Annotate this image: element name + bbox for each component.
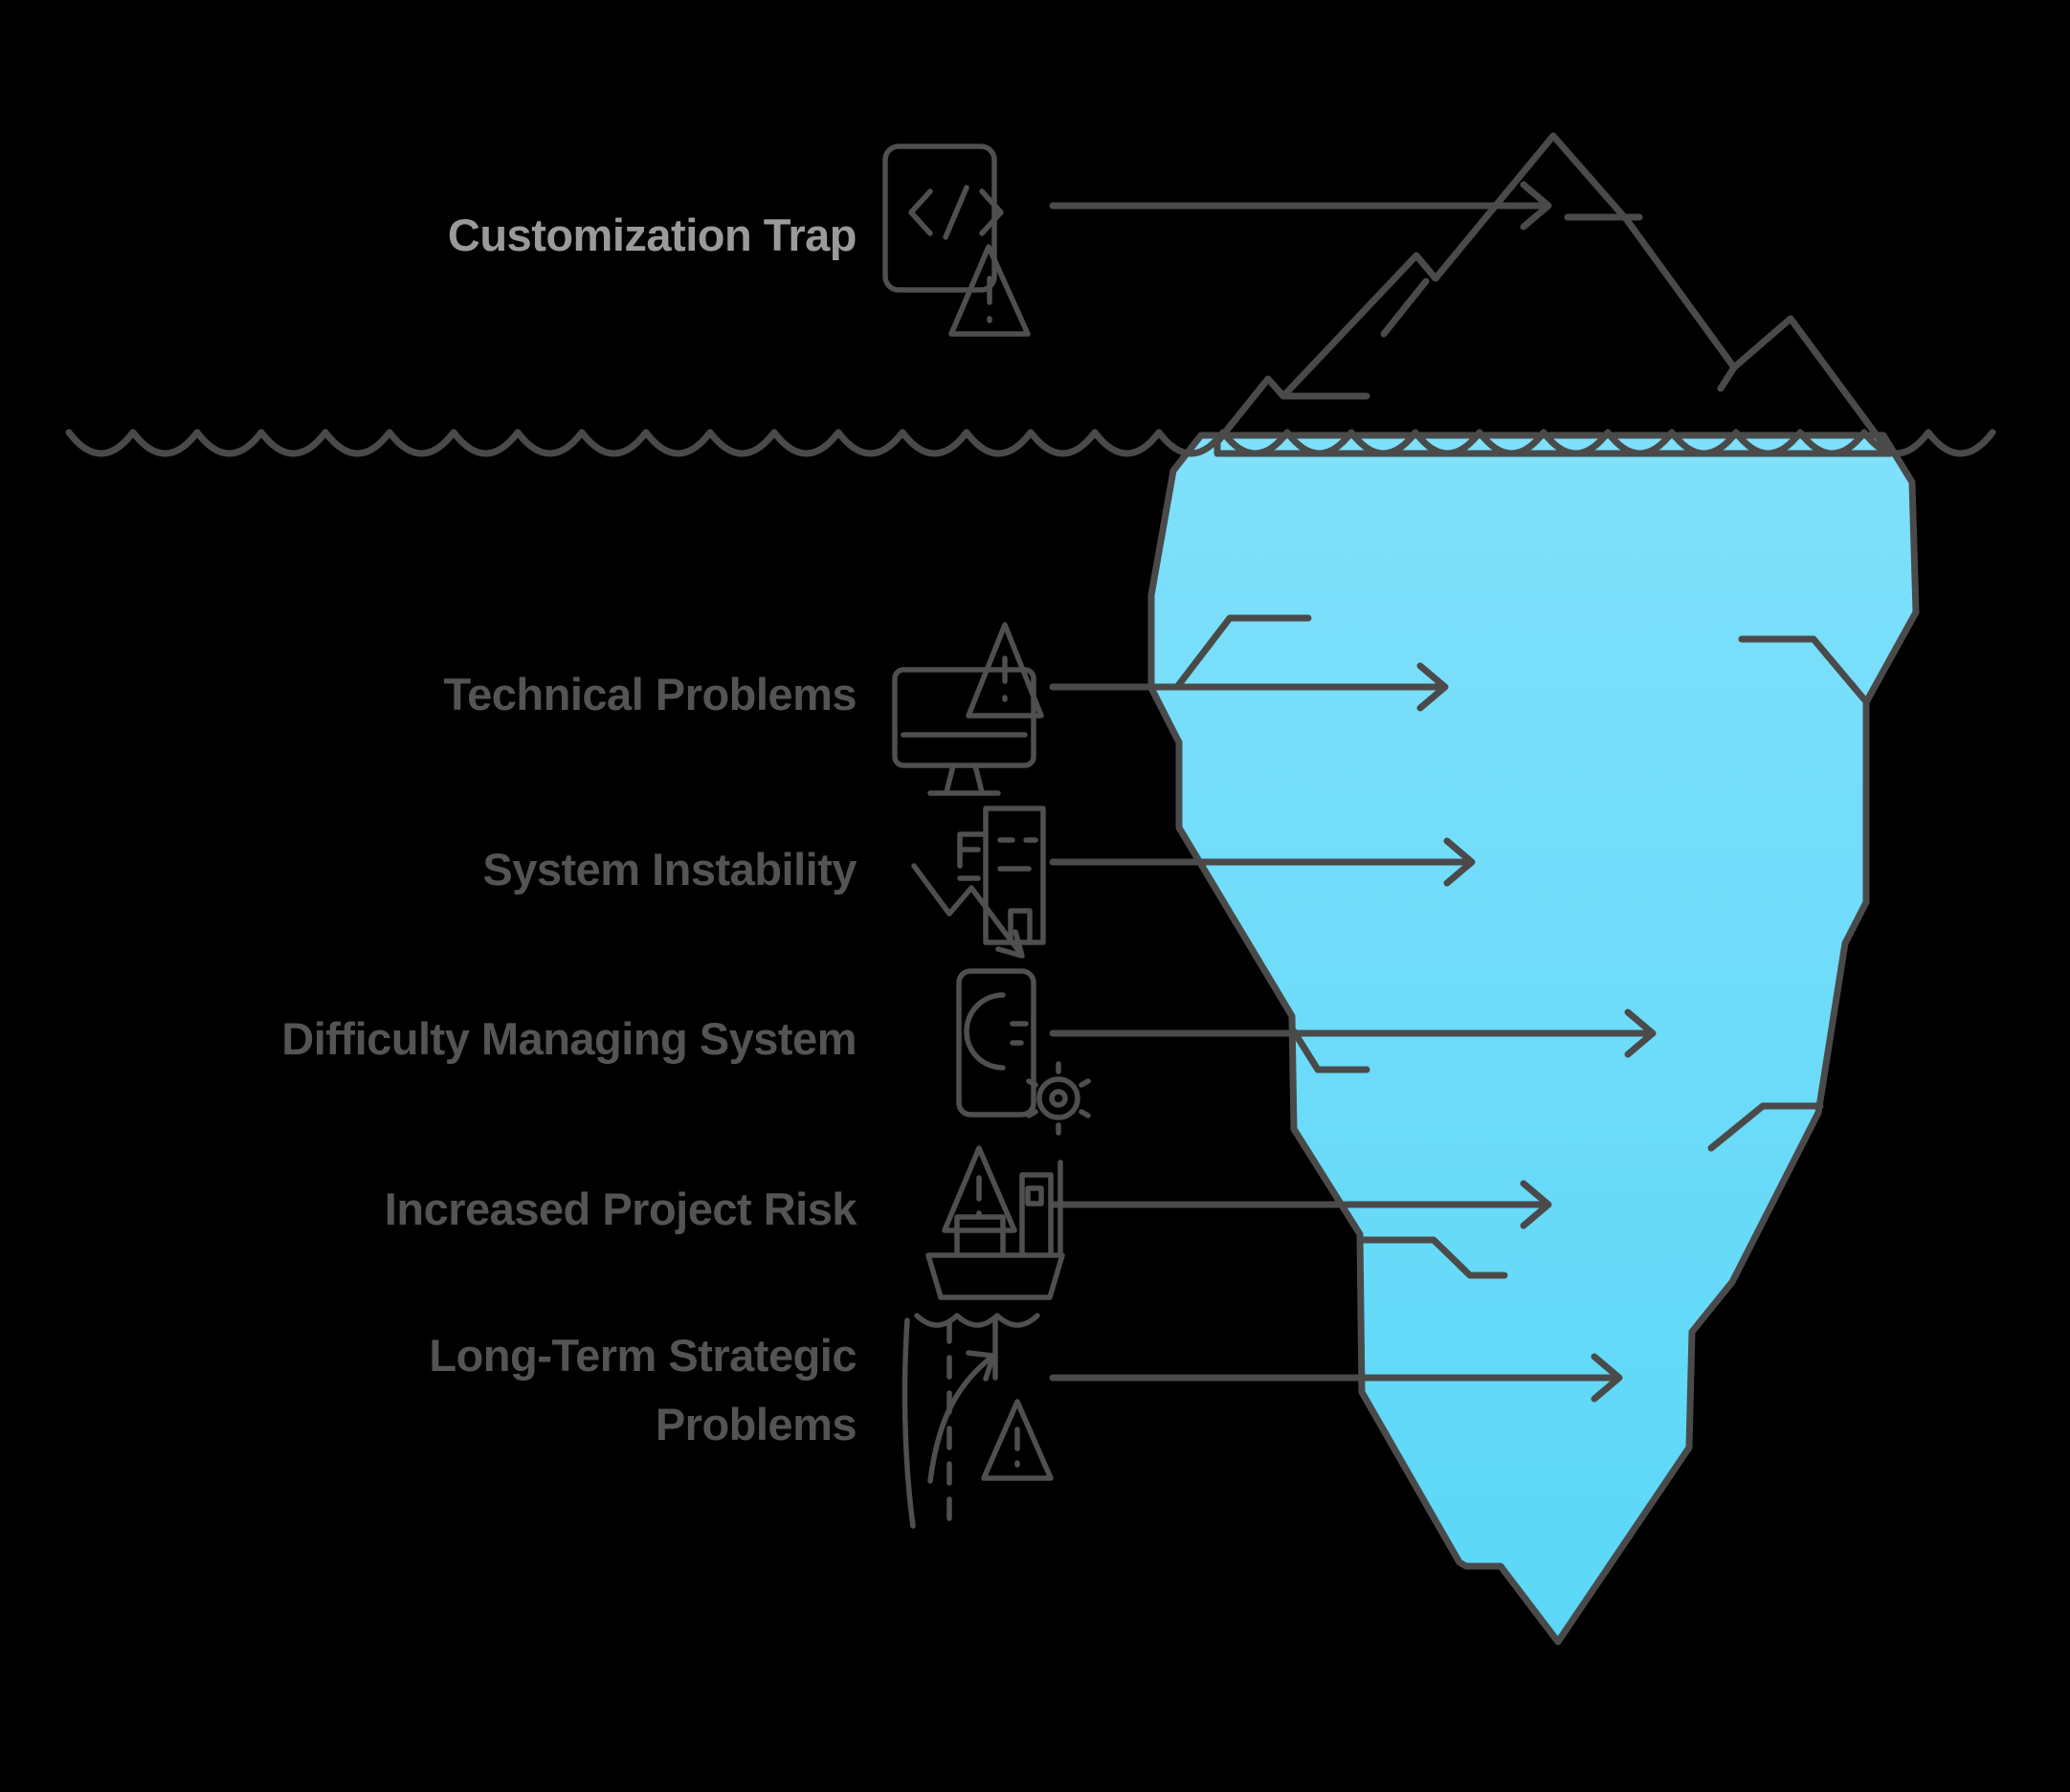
label-customization-trap: Customization Trap	[448, 210, 857, 260]
road-warning-icon	[901, 1317, 1054, 1529]
device-gear-icon	[956, 968, 1091, 1136]
label-long-term-strategic-line2: Problems	[656, 1399, 857, 1449]
arrow-system-instability	[1049, 837, 1476, 887]
ship-warning-icon	[914, 1145, 1065, 1328]
code-warning-icon	[882, 144, 1031, 337]
arrow-technical-problems	[1049, 662, 1449, 712]
iceberg-tip	[1213, 132, 1894, 457]
arrow-difficulty-managing-system	[1049, 1008, 1657, 1058]
arrow-long-term-strategic-problems	[1049, 1353, 1623, 1403]
label-system-instability: System Instability	[482, 844, 857, 895]
label-arrows	[1049, 181, 1657, 1403]
waterline-wave	[65, 429, 1996, 457]
monitor-warning-icon	[892, 622, 1044, 796]
building-decline-icon	[911, 806, 1046, 959]
labels: Customization Trap Technical Problems Sy…	[281, 210, 858, 1449]
arrow-increased-project-risk	[1049, 1180, 1552, 1229]
arrow-customization-trap	[1049, 181, 1552, 231]
label-difficulty-managing-system: Difficulty Managing System	[281, 1013, 857, 1064]
label-long-term-strategic-line1: Long-Term Strategic	[429, 1330, 857, 1381]
iceberg-body	[1147, 431, 1920, 1646]
label-technical-problems: Technical Problems	[443, 669, 857, 719]
label-increased-project-risk: Increased Project Risk	[385, 1184, 858, 1234]
ice-crack-lines	[1173, 213, 1868, 1279]
